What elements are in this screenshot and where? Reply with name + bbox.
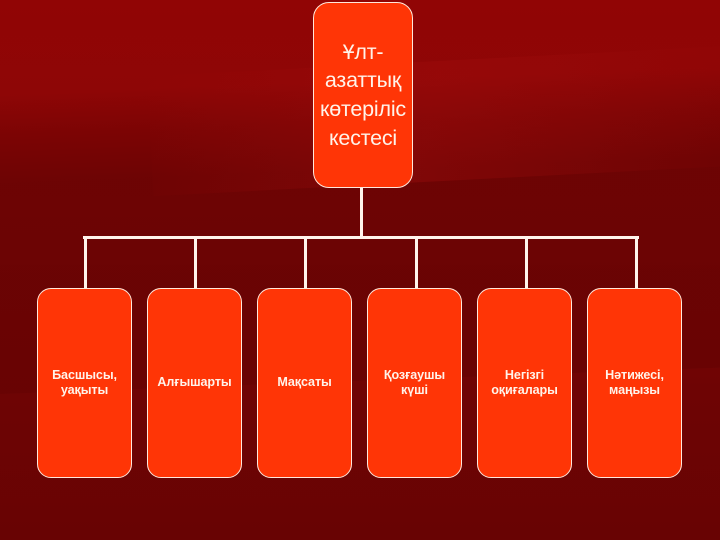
chart-node-label-2: Алғышарты: [157, 375, 232, 390]
connector-horizontal-bus: [83, 236, 639, 239]
connector-drop-1: [84, 238, 87, 289]
connector-drop-5: [525, 238, 528, 289]
chart-node-label-6: Нәтижесі, маңызы: [605, 367, 664, 397]
chart-node-maksaty[interactable]: Мақсаты: [257, 288, 352, 478]
chart-node-label-1: Басшысы, уақыты: [52, 367, 117, 397]
chart-node-label-4: Қозғаушы күші: [383, 367, 446, 397]
connector-root-stem: [360, 188, 363, 238]
chart-node-label-3: Мақсаты: [277, 375, 332, 390]
connector-drop-3: [304, 238, 307, 289]
chart-node-kozgaushy-kushi[interactable]: Қозғаушы күші: [367, 288, 462, 478]
chart-node-algysharty[interactable]: Алғышарты: [147, 288, 242, 478]
chart-node-label-5: Негізгі оқиғалары: [491, 367, 558, 397]
chart-node-negizgi-okigalary[interactable]: Негізгі оқиғалары: [477, 288, 572, 478]
connector-drop-2: [194, 238, 197, 289]
connector-drop-4: [415, 238, 418, 289]
chart-node-natizhesi-manyzy[interactable]: Нәтижесі, маңызы: [587, 288, 682, 478]
connector-drop-6: [635, 238, 638, 289]
chart-node-bashysy-uakyty[interactable]: Басшысы, уақыты: [37, 288, 132, 478]
